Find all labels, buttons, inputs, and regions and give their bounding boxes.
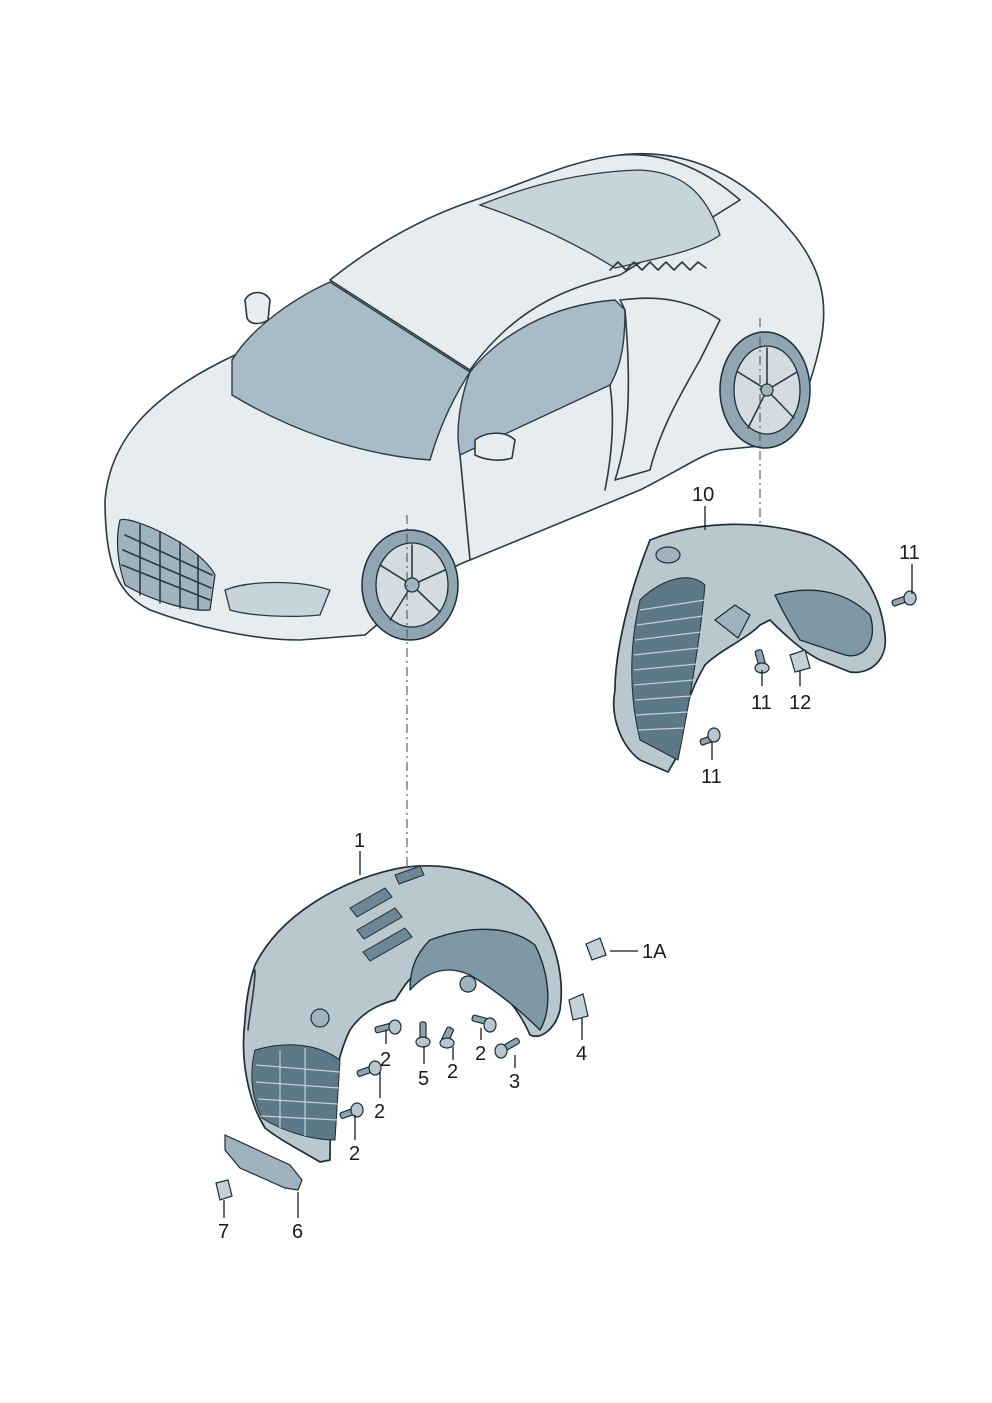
callout-1A: 1A [642,941,667,963]
clip-7 [215,1179,233,1201]
screw-2-d [356,1060,382,1077]
callout-4: 4 [576,1043,587,1065]
callout-5: 5 [418,1068,429,1090]
screw-11-top [891,590,917,607]
callout-11-top: 11 [899,542,920,564]
callout-2-b: 2 [447,1061,458,1083]
callout-2-e: 2 [349,1143,360,1165]
screw-5 [415,1021,431,1048]
screw-2-a [374,1019,402,1035]
screw-11-mid [754,649,770,674]
callout-2-c: 2 [475,1043,486,1065]
clip-4 [568,993,589,1021]
callout-2-d: 2 [374,1101,385,1123]
callout-1: 1 [354,830,365,852]
callout-10: 10 [692,484,714,506]
cap-1A [585,937,607,961]
front-wheel-housing-liner [242,865,563,1163]
leader-lines [223,506,913,1218]
screw-2-e [339,1102,364,1119]
screw-2-c [471,1014,497,1033]
callout-11-mid: 11 [751,692,772,714]
bracket-6 [224,1134,303,1191]
callout-labels: 10 11 11 12 11 1 1A 2 5 2 2 3 4 2 2 7 6 [218,484,920,1243]
rear-wheel-housing-liner [612,523,887,773]
callout-3: 3 [509,1071,520,1093]
callout-12: 12 [789,692,811,714]
screw-3 [494,1037,521,1059]
clip-12 [789,649,811,673]
car-illustration [104,152,825,641]
screw-11-low [699,727,721,746]
callout-2-a: 2 [380,1049,391,1071]
callout-7: 7 [218,1221,229,1243]
callout-6: 6 [292,1221,303,1243]
front-grille-slats [121,524,213,611]
screw-2-b [439,1026,455,1049]
callout-11-low: 11 [701,766,722,788]
